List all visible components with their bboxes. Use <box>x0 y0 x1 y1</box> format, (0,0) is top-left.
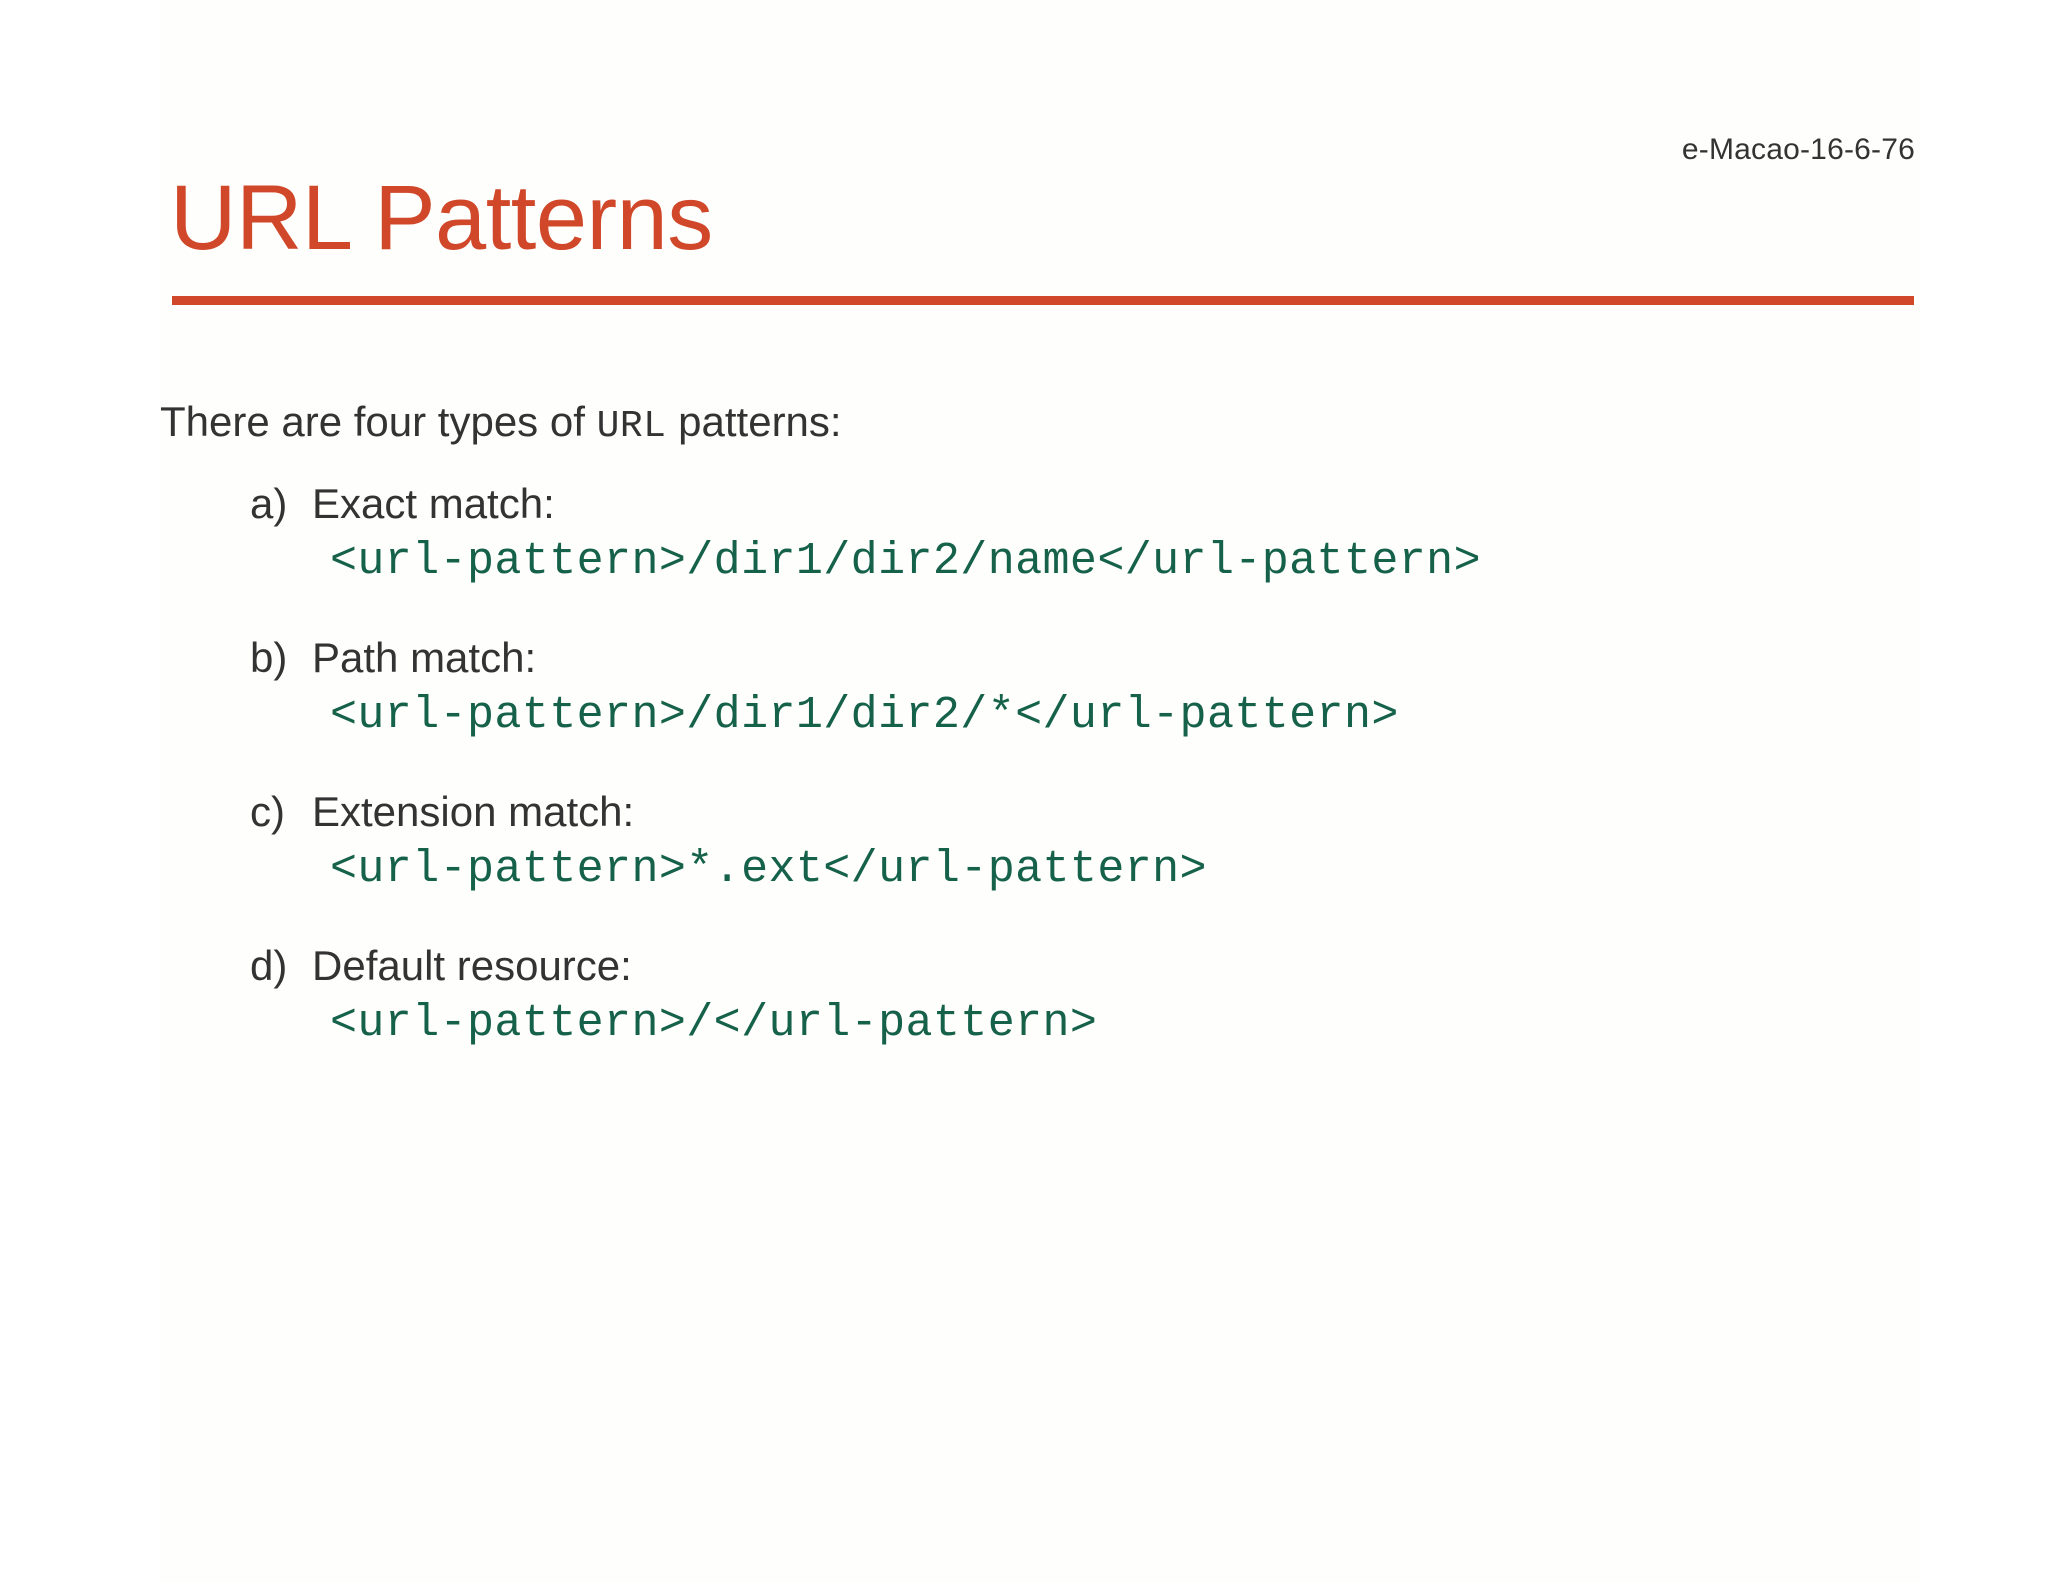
list-item: b) Path match: <url-pattern>/dir1/dir2/*<… <box>0 634 2048 788</box>
content-panel <box>160 0 1920 1582</box>
list-item-heading: d) Default resource: <box>250 942 632 990</box>
list-item-heading: b) Path match: <box>250 634 536 682</box>
list-item-code: <url-pattern>*.ext</url-pattern> <box>330 844 1207 895</box>
intro-line: There are four types of URL patterns: <box>160 398 842 448</box>
list-item-code: <url-pattern>/</url-pattern> <box>330 998 1098 1049</box>
list-item-label: Path match: <box>312 634 537 681</box>
list-item-heading: c) Extension match: <box>250 788 634 836</box>
list-item-marker: d) <box>250 942 288 989</box>
list-item-marker: b) <box>250 634 288 681</box>
list-item-marker: c) <box>250 788 285 835</box>
list-item-heading: a) Exact match: <box>250 480 555 528</box>
list-item: c) Extension match: <url-pattern>*.ext</u… <box>0 788 2048 942</box>
list-item: a) Exact match: <url-pattern>/dir1/dir2/n… <box>0 480 2048 634</box>
intro-text-before: There are four types of <box>160 398 597 445</box>
slide-reference-code: e-Macao-16-6-76 <box>1681 133 1915 166</box>
list-item-code: <url-pattern>/dir1/dir2/name</url-patter… <box>330 536 1481 587</box>
list-item-label: Exact match: <box>312 480 555 527</box>
list-item-marker: a) <box>250 480 288 527</box>
title-underline-rule <box>172 296 1914 305</box>
list-item: d) Default resource: <url-pattern>/</url-… <box>0 942 2048 1096</box>
list-item-label: Extension match: <box>312 788 635 835</box>
page-title: URL Patterns <box>170 167 713 269</box>
list-item-label: Default resource: <box>312 942 632 989</box>
list-item-code: <url-pattern>/dir1/dir2/*</url-pattern> <box>330 690 1399 741</box>
intro-mono-term: URL <box>596 405 667 448</box>
intro-text-after: patterns: <box>666 398 842 445</box>
url-pattern-list: a) Exact match: <url-pattern>/dir1/dir2/n… <box>0 480 2048 1096</box>
